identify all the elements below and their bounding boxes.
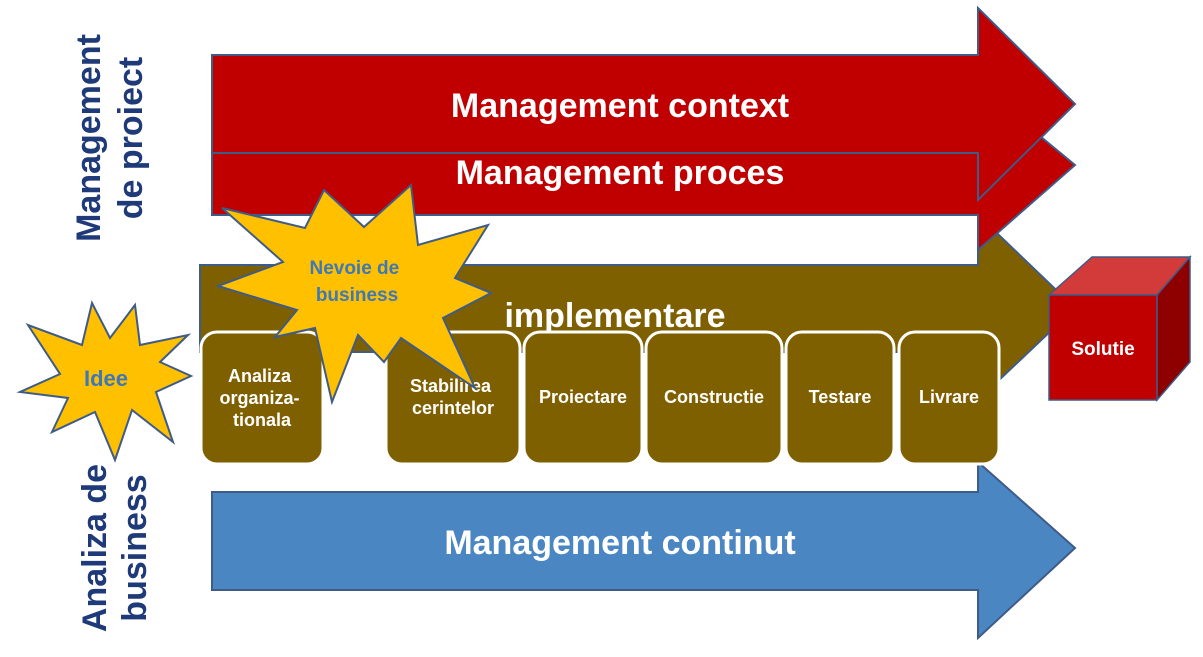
- phase-stabilirea-line2: cerintelor: [412, 398, 494, 418]
- nevoie-line1: Nevoie de: [309, 258, 399, 279]
- solution-label: Solutie: [1071, 339, 1134, 360]
- side-label-top-line1: Management: [70, 34, 108, 242]
- side-label-analiza-business: Analiza de business: [76, 464, 154, 632]
- management-proces-label: Management proces: [456, 154, 785, 192]
- phase-testare-line1: Testare: [809, 387, 872, 407]
- phase-livrare-line1: Livrare: [919, 387, 979, 407]
- svg-text:Constructie: Constructie: [664, 387, 764, 407]
- management-context-arrow: [211, 5, 1077, 203]
- management-context-label: Management context: [451, 87, 789, 125]
- phase-constructie-line1: Constructie: [664, 387, 764, 407]
- side-label-bottom-line2: business: [116, 474, 154, 621]
- phase-analiza-organizationala: Analiza organiza- tionala: [199, 330, 325, 466]
- phase-analiza-line2: organiza-: [219, 388, 299, 408]
- side-label-top-line2: de proiect: [112, 57, 150, 219]
- phase-constructie: Constructie: [644, 330, 784, 466]
- svg-text:Livrare: Livrare: [919, 387, 979, 407]
- phase-proiectare-line1: Proiectare: [539, 387, 627, 407]
- svg-text:Proiectare: Proiectare: [539, 387, 627, 407]
- idee-star: Idee: [16, 300, 194, 463]
- phase-stabilirea-line1: Stabilirea: [410, 376, 492, 396]
- phase-proiectare: Proiectare: [522, 330, 644, 466]
- svg-text:Nevoie de business: Nevoie de business: [309, 258, 404, 306]
- phase-analiza-line3: tionala: [233, 410, 292, 430]
- svg-text:Analiza organiza-: Analiza organiza- tionala: [219, 366, 304, 430]
- phase-livrare: Livrare: [897, 330, 1001, 466]
- nevoie-de-business-star: Nevoie de business: [214, 182, 494, 406]
- solution-cube-front: [1048, 294, 1158, 401]
- management-continut-label: Management continut: [444, 524, 795, 562]
- phase-testare: Testare: [784, 330, 896, 466]
- svg-text:Testare: Testare: [809, 387, 872, 407]
- side-label-management-proiect: Management de proiect: [70, 34, 150, 242]
- solution-cube: Solutie: [1047, 254, 1192, 403]
- side-label-bottom-line1: Analiza de: [76, 464, 114, 632]
- nevoie-line2: business: [316, 285, 398, 306]
- implementare-label: implementare: [504, 297, 725, 335]
- management-continut-arrow: [211, 459, 1077, 641]
- phase-stabilirea-cerintelor: Stabilirea cerintelor: [384, 330, 522, 466]
- phase-analiza-line1: Analiza: [228, 366, 292, 386]
- idee-label: Idee: [84, 366, 128, 391]
